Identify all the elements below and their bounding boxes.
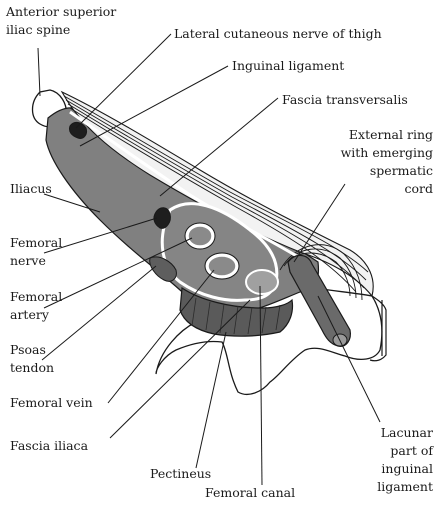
label-lacunar-4: ligament	[377, 479, 433, 494]
label-psoas-tendon-2: tendon	[10, 360, 54, 375]
femoral-canal	[246, 270, 278, 294]
label-femoral-canal: Femoral canal	[205, 485, 295, 500]
label-lacunar-1: Lacunar	[381, 425, 433, 440]
label-asis-line2: iliac spine	[6, 22, 70, 37]
label-femoral-vein: Femoral vein	[10, 395, 93, 410]
label-external-ring-1: External ring	[349, 127, 433, 142]
label-femoral-nerve-2: nerve	[10, 253, 46, 268]
label-femoral-artery-1: Femoral	[10, 289, 62, 304]
label-lateral-cutaneous-nerve: Lateral cutaneous nerve of thigh	[174, 26, 382, 41]
label-asis-line1: Anterior superior	[5, 4, 116, 19]
femoral-artery	[187, 225, 213, 247]
label-lacunar-2: part of	[390, 443, 434, 458]
label-external-ring-3: spermatic	[370, 163, 433, 178]
label-inguinal-ligament: Inguinal ligament	[232, 58, 344, 73]
label-fascia-transversalis: Fascia transversalis	[282, 92, 408, 107]
label-iliacus: Iliacus	[10, 181, 52, 196]
label-pectineus: Pectineus	[150, 466, 211, 481]
label-external-ring-4: cord	[404, 181, 433, 196]
label-fascia-iliaca: Fascia iliaca	[10, 438, 89, 453]
label-lacunar-3: inguinal	[381, 461, 433, 476]
label-external-ring-2: with emerging	[341, 145, 433, 160]
label-psoas-tendon-1: Psoas	[10, 342, 46, 357]
label-femoral-artery-2: artery	[10, 307, 50, 322]
label-femoral-nerve-1: Femoral	[10, 235, 62, 250]
